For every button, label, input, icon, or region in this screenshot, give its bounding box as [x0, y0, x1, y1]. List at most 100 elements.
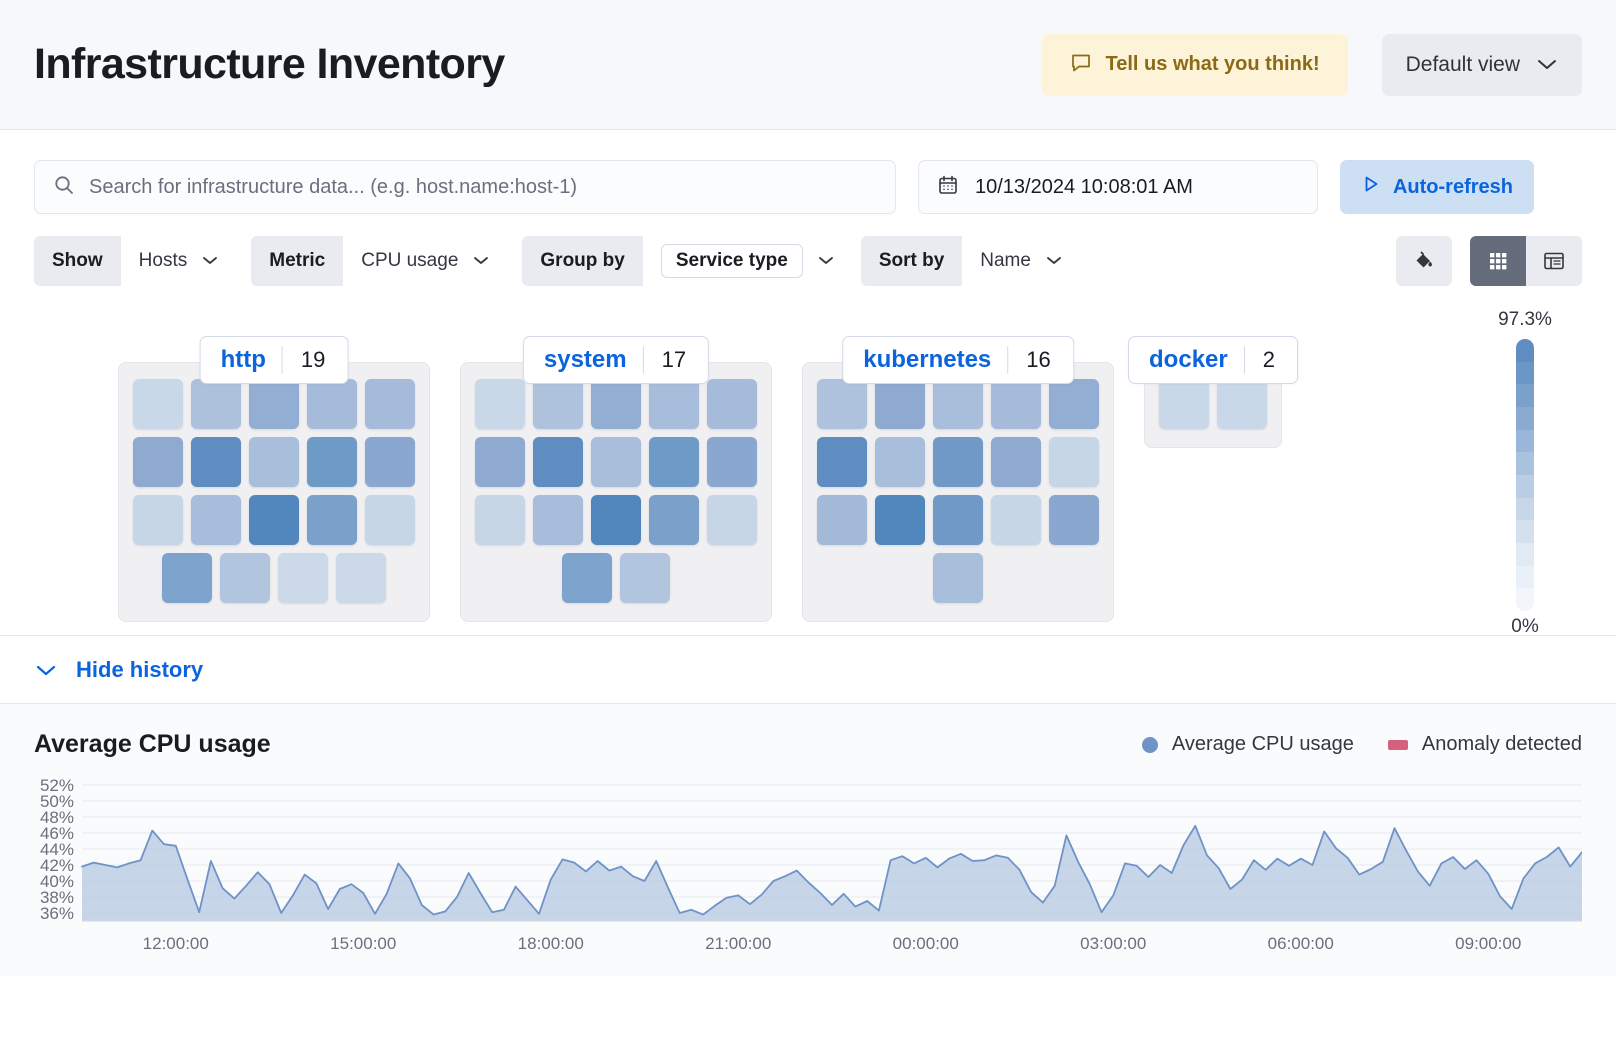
legend-max-value: 97.3%	[1498, 309, 1552, 330]
group-name: docker	[1149, 346, 1228, 373]
host-cell[interactable]	[278, 553, 328, 603]
host-cell[interactable]	[365, 495, 415, 545]
host-cell[interactable]	[649, 379, 699, 429]
host-cell[interactable]	[191, 437, 241, 487]
host-cell[interactable]	[817, 495, 867, 545]
chevron-down-icon	[201, 250, 219, 272]
host-cell[interactable]	[533, 495, 583, 545]
hide-history-toggle[interactable]: Hide history	[34, 657, 203, 683]
waffle-row	[933, 553, 983, 603]
host-cell[interactable]	[591, 495, 641, 545]
host-cell[interactable]	[1217, 379, 1267, 429]
paint-bucket-icon[interactable]	[1396, 236, 1452, 286]
x-axis-tick-label: 15:00:00	[330, 934, 396, 953]
host-cell[interactable]	[707, 495, 757, 545]
host-cell[interactable]	[249, 437, 299, 487]
host-cell[interactable]	[1049, 437, 1099, 487]
host-cell[interactable]	[220, 553, 270, 603]
host-cell[interactable]	[307, 437, 357, 487]
feedback-button[interactable]: Tell us what you think!	[1041, 33, 1348, 96]
host-cell[interactable]	[249, 379, 299, 429]
host-cell[interactable]	[591, 437, 641, 487]
host-cell[interactable]	[1049, 495, 1099, 545]
host-cell[interactable]	[1049, 379, 1099, 429]
table-icon[interactable]	[1526, 236, 1582, 286]
host-cell[interactable]	[620, 553, 670, 603]
host-cell[interactable]	[475, 437, 525, 487]
host-cell[interactable]	[336, 553, 386, 603]
legend-item-anomaly-detected[interactable]: Anomaly detected	[1387, 733, 1582, 756]
filter-show-value[interactable]: Hosts	[120, 236, 238, 286]
filter-metric[interactable]: Metric CPU usage	[251, 236, 509, 286]
host-cell[interactable]	[133, 437, 183, 487]
host-cell[interactable]	[707, 379, 757, 429]
waffle-row	[562, 553, 670, 603]
filter-show-label: Show	[34, 236, 121, 286]
waffle-row	[133, 495, 415, 545]
host-cell[interactable]	[191, 379, 241, 429]
default-view-label: Default view	[1405, 52, 1520, 76]
host-cell[interactable]	[307, 495, 357, 545]
y-axis-tick-label: 40%	[40, 872, 74, 891]
host-cell[interactable]	[591, 379, 641, 429]
host-cell[interactable]	[933, 495, 983, 545]
x-axis-tick-label: 12:00:00	[143, 934, 209, 953]
x-axis-tick-label: 18:00:00	[518, 934, 584, 953]
waffle-row	[817, 437, 1099, 487]
filter-group-by-value[interactable]: Service type	[642, 236, 847, 286]
default-view-button[interactable]: Default view	[1381, 33, 1582, 96]
filter-metric-value[interactable]: CPU usage	[343, 236, 509, 286]
host-cell[interactable]	[475, 379, 525, 429]
host-cell[interactable]	[162, 553, 212, 603]
host-cell[interactable]	[133, 379, 183, 429]
host-cell[interactable]	[933, 553, 983, 603]
host-cell[interactable]	[365, 437, 415, 487]
host-cell[interactable]	[933, 437, 983, 487]
host-cell[interactable]	[991, 379, 1041, 429]
host-cell[interactable]	[707, 437, 757, 487]
calendar-icon	[937, 174, 959, 201]
host-cell[interactable]	[307, 379, 357, 429]
host-cell[interactable]	[133, 495, 183, 545]
host-cell[interactable]	[875, 495, 925, 545]
search-input[interactable]: Search for infrastructure data... (e.g. …	[34, 160, 896, 214]
legend-label: Average CPU usage	[1171, 733, 1354, 755]
host-cell[interactable]	[365, 379, 415, 429]
host-cell[interactable]	[649, 495, 699, 545]
host-cell[interactable]	[249, 495, 299, 545]
filter-show[interactable]: Show Hosts	[34, 236, 238, 286]
filter-group-by[interactable]: Group by Service type	[522, 236, 847, 286]
host-cell[interactable]	[933, 379, 983, 429]
host-cell[interactable]	[562, 553, 612, 603]
page-title: Infrastructure Inventory	[34, 40, 505, 88]
host-cell[interactable]	[475, 495, 525, 545]
host-cell[interactable]	[1159, 379, 1209, 429]
host-cell[interactable]	[533, 379, 583, 429]
auto-refresh-button[interactable]: Auto-refresh	[1340, 160, 1534, 214]
waffle-row	[1159, 379, 1267, 429]
chevron-down-icon	[1045, 250, 1063, 272]
host-cell[interactable]	[991, 495, 1041, 545]
host-cell[interactable]	[533, 437, 583, 487]
chart-legend: Average CPU usage Anomaly detected	[1141, 733, 1582, 756]
host-cell[interactable]	[991, 437, 1041, 487]
filter-sort-by-value[interactable]: Name	[962, 236, 1081, 286]
host-cell[interactable]	[817, 437, 867, 487]
host-cell[interactable]	[649, 437, 699, 487]
host-cell[interactable]	[875, 437, 925, 487]
host-cell[interactable]	[191, 495, 241, 545]
hide-history-label: Hide history	[76, 656, 204, 682]
chevron-down-icon	[817, 250, 835, 272]
filter-sort-by[interactable]: Sort by Name	[860, 236, 1081, 286]
grid-icon[interactable]	[1470, 236, 1526, 286]
host-cell[interactable]	[875, 379, 925, 429]
host-cell[interactable]	[817, 379, 867, 429]
legend-item-average-cpu-usage[interactable]: Average CPU usage	[1141, 733, 1354, 756]
date-picker[interactable]: 10/13/2024 10:08:01 AM	[918, 160, 1318, 214]
